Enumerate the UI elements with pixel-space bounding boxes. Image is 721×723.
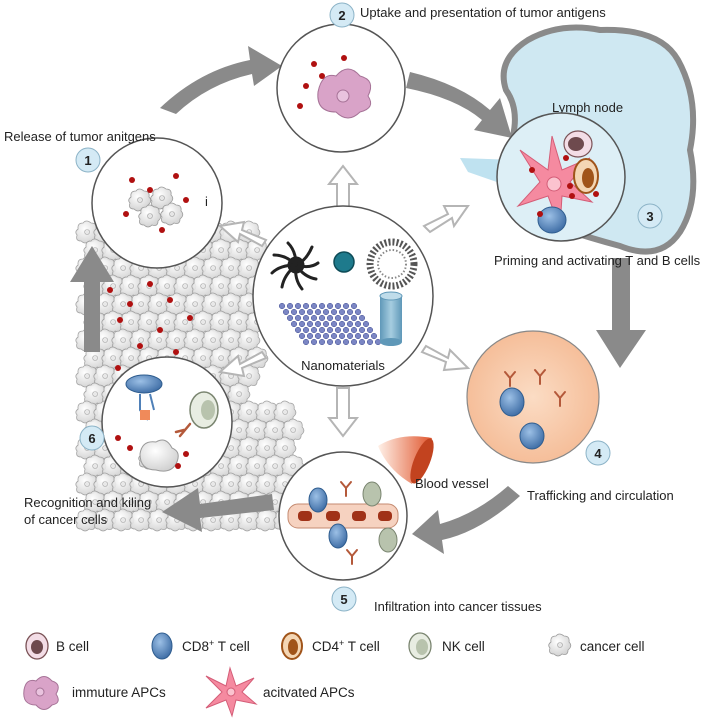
cancer-cell-icon — [548, 633, 572, 657]
nanosheet-icon — [278, 302, 382, 346]
svg-text:4: 4 — [594, 446, 602, 461]
svg-text:NK cell: NK cell — [442, 639, 485, 654]
step-2-label: Uptake and presentation of tumor antigen… — [360, 5, 606, 20]
svg-text:B cell: B cell — [56, 639, 89, 654]
legend-b-cell: B cell — [25, 632, 89, 660]
svg-text:immuture APCs: immuture APCs — [72, 685, 166, 700]
step-6-label-line1: Recognition and kiling — [24, 495, 151, 510]
svg-text:cancer cell: cancer cell — [580, 639, 645, 654]
legend: B cell CD8+ T cell CD4+ T cell NK cell c… — [23, 632, 645, 718]
svg-text:6: 6 — [88, 431, 95, 446]
step-badge-3: 3 — [637, 203, 663, 229]
step-4-circle — [466, 330, 600, 464]
legend-immature-apc: immuture APCs — [23, 676, 166, 710]
step-6-circle — [101, 356, 233, 488]
step-badge-6: 6 — [79, 425, 105, 451]
svg-text:3: 3 — [646, 209, 653, 224]
dendrimer-icon — [270, 241, 320, 291]
legend-activated-apc: acitvated APCs — [205, 666, 355, 718]
small-mark: i — [205, 194, 208, 209]
nanomaterials-label: Nanomaterials — [301, 358, 385, 373]
step-3-label: Priming and activating T and B cells — [494, 253, 701, 268]
step-6-label-line2: of cancer cells — [24, 512, 108, 527]
legend-nk-cell: NK cell — [408, 632, 485, 660]
svg-text:CD8+ T cell: CD8+ T cell — [182, 638, 250, 654]
cycle-arrows — [70, 46, 646, 554]
tumor-mass — [75, 220, 305, 532]
svg-text:5: 5 — [340, 592, 347, 607]
blood-vessel-label: Blood vessel — [415, 476, 489, 491]
step-badge-2: 2 — [329, 2, 355, 28]
nanosphere-icon — [333, 251, 355, 273]
cd8-t-cell-icon — [151, 632, 173, 660]
liposome-icon — [366, 238, 418, 290]
svg-text:1: 1 — [84, 153, 91, 168]
nanotube-icon — [379, 291, 403, 346]
nanomaterials-circle: Nanomaterials — [252, 205, 434, 387]
step-badge-5: 5 — [331, 586, 357, 612]
legend-cancer-cell: cancer cell — [548, 633, 645, 657]
inner-arrows — [217, 164, 471, 438]
svg-text:CD4+ T cell: CD4+ T cell — [312, 638, 380, 654]
step-2-circle — [276, 23, 406, 153]
svg-text:2: 2 — [338, 8, 345, 23]
step-4-label: Trafficking and circulation — [527, 488, 674, 503]
step-5-circle — [278, 451, 408, 581]
step-3-circle — [496, 112, 626, 242]
step-badge-4: 4 — [585, 440, 611, 466]
step-1-label: Release of tumor anitgens — [4, 129, 156, 144]
step-badge-1: 1 — [75, 147, 101, 173]
blood-vessel-cone — [378, 436, 434, 484]
legend-cd4-t-cell: CD4+ T cell — [281, 632, 380, 660]
svg-text:acitvated APCs: acitvated APCs — [263, 685, 355, 700]
lymph-node-label: Lymph node — [552, 100, 623, 115]
step-5-label: Infiltration into cancer tissues — [374, 599, 542, 614]
step-1-circle: i — [91, 137, 223, 269]
legend-cd8-t-cell: CD8+ T cell — [151, 632, 250, 660]
